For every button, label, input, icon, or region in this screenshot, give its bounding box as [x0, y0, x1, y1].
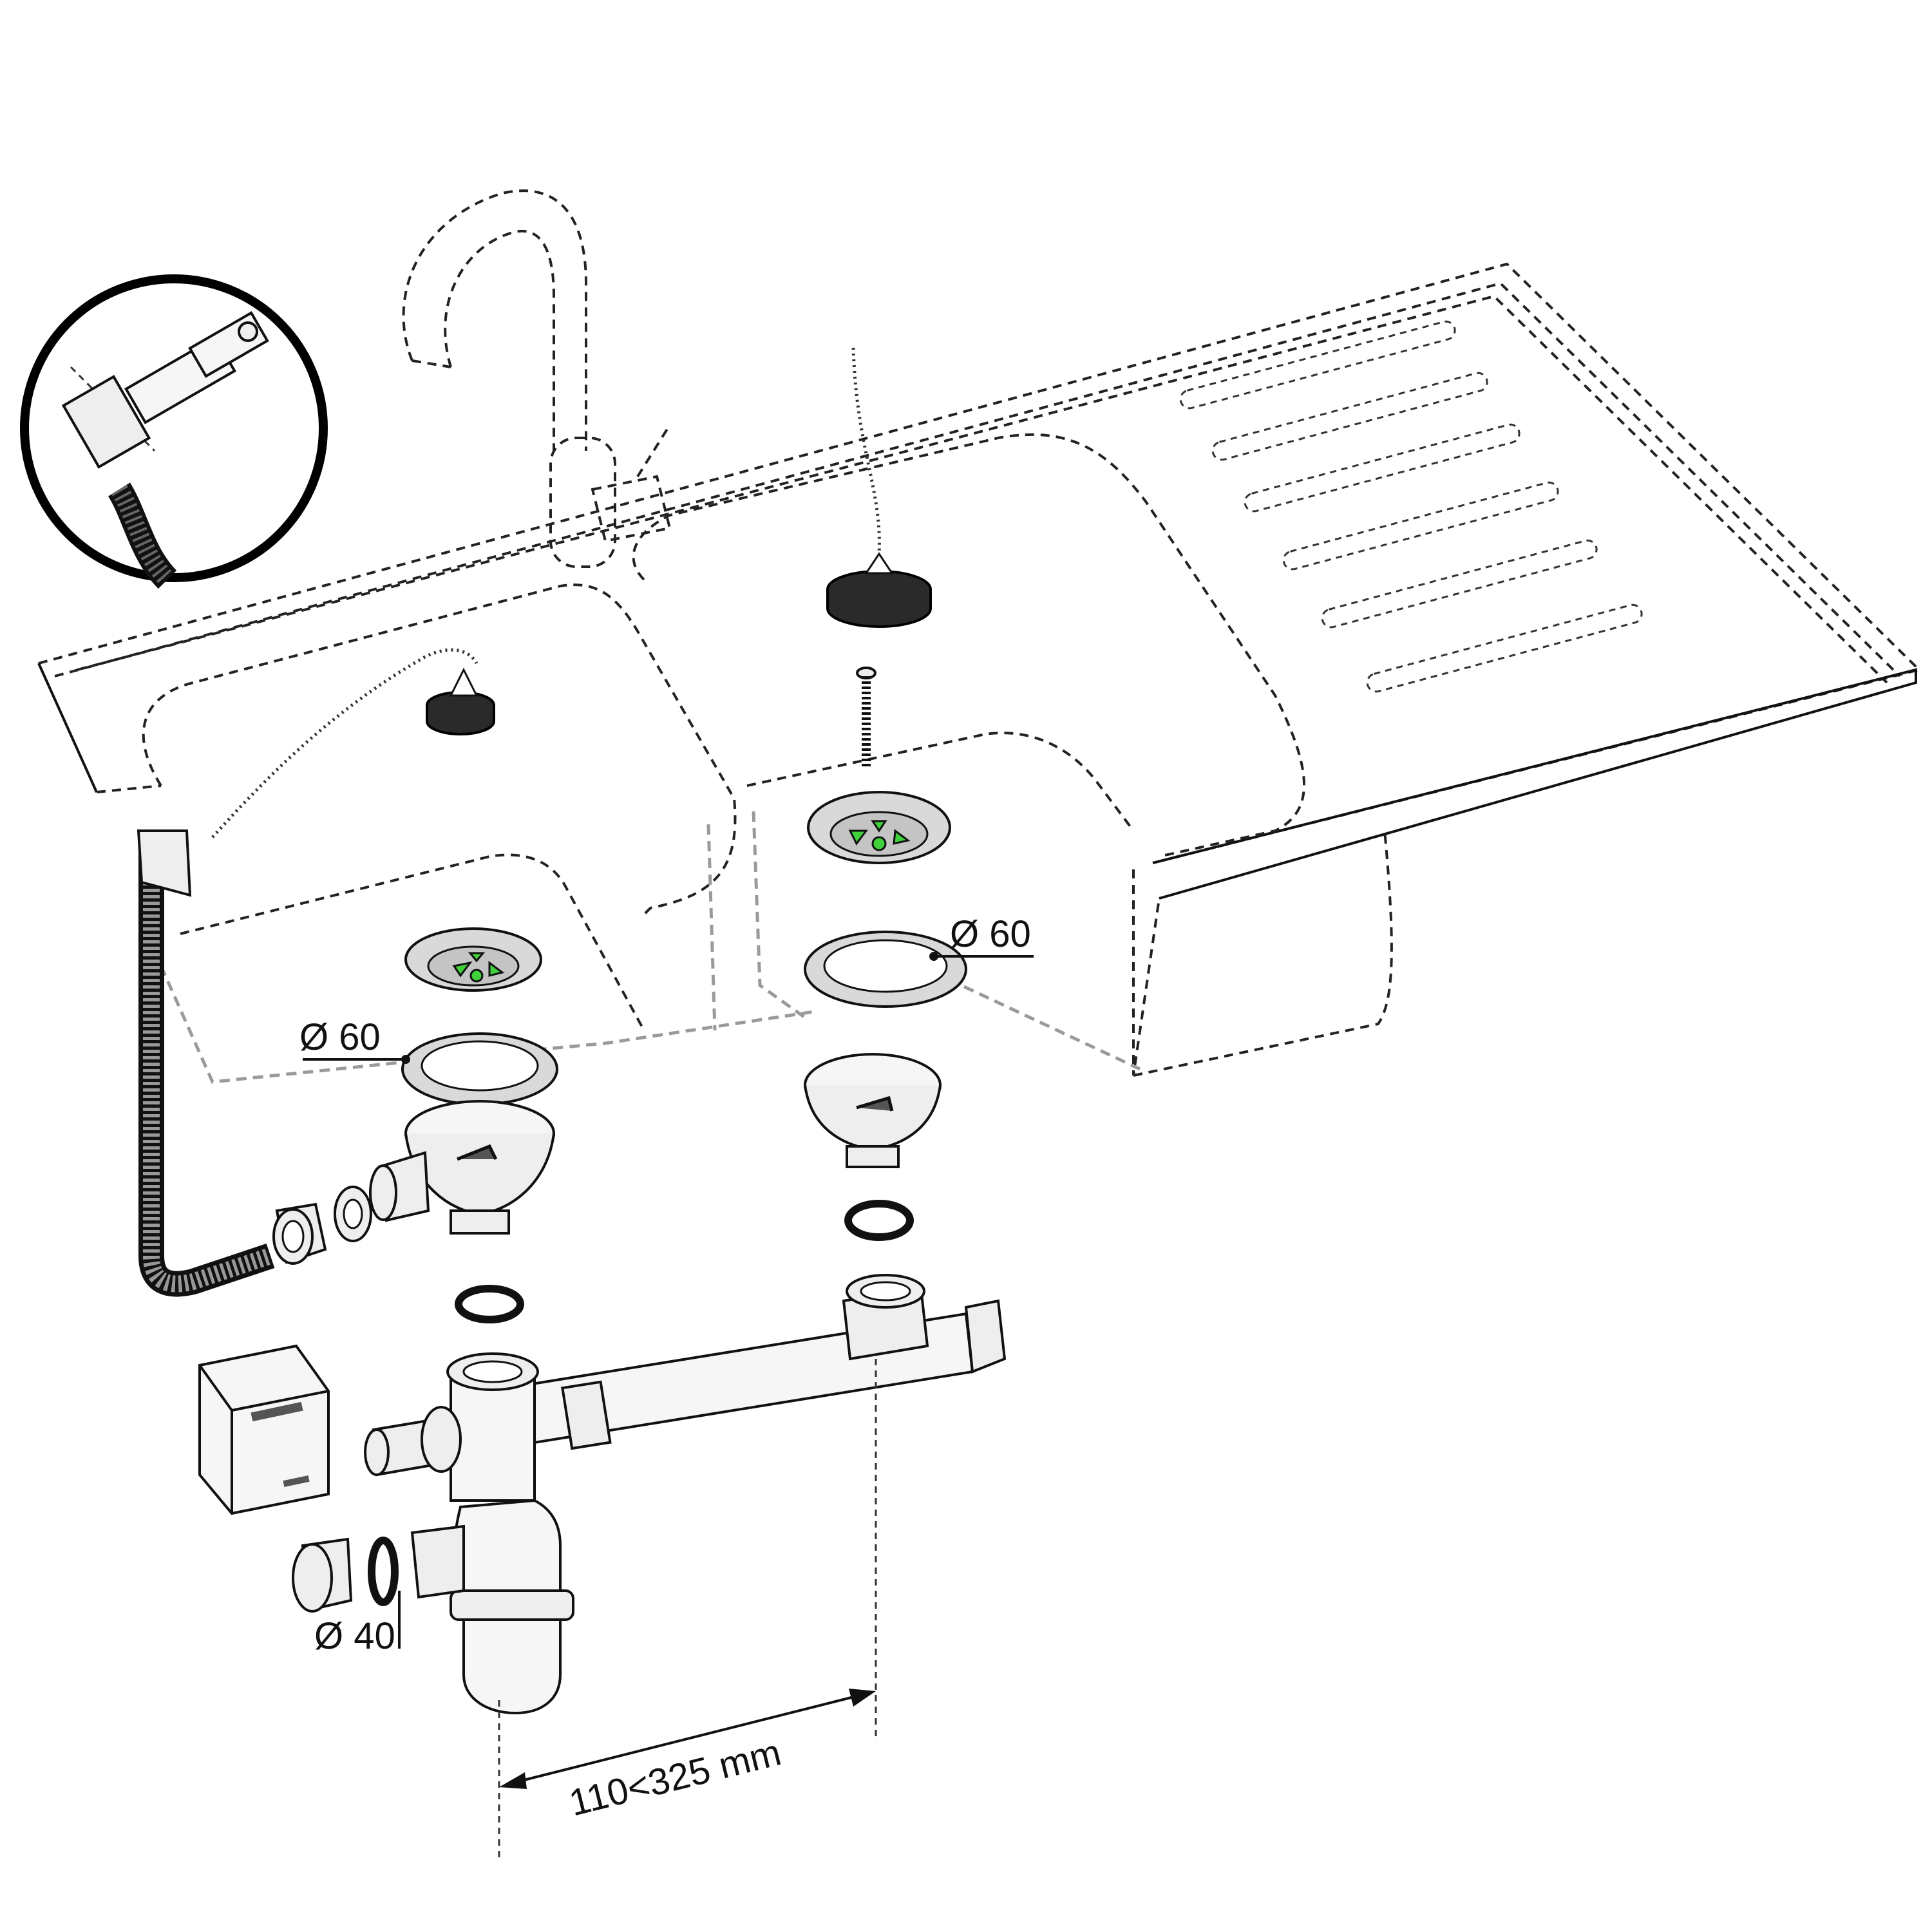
sink-left-edge-b [96, 784, 162, 793]
bowl-divider-ghost [706, 824, 717, 1031]
right-bowl-left-ghost [752, 811, 806, 1019]
bowl-right-back [1133, 830, 1393, 1077]
right-bowl-top [632, 433, 1305, 858]
pipe-clamp [561, 1380, 612, 1450]
left-o-ring [455, 1285, 524, 1323]
dimension-distance: 110<325 mm [565, 1731, 785, 1824]
right-plug-chain [851, 347, 881, 554]
faucet-spout-inner [444, 229, 555, 451]
sink-rim-inner-2 [77, 294, 1888, 684]
right-o-ring [844, 1200, 914, 1241]
detail-clip-body [61, 375, 151, 469]
left-bowl-floor [180, 853, 645, 1031]
left-plug-chain [211, 648, 478, 838]
sink-outline [37, 189, 1922, 1084]
dimension-right-diameter: Ø 60 [950, 913, 1031, 955]
right-basket-thread [846, 1145, 900, 1168]
detail-circle [20, 274, 328, 582]
left-bowl-top [142, 583, 737, 916]
drainboard-side [1132, 869, 1160, 1076]
appliance-valve [421, 1406, 462, 1473]
overflow-outlet [137, 829, 192, 897]
overflow-hose [138, 850, 275, 1297]
left-basket-thread [450, 1209, 510, 1235]
outlet-o-ring [368, 1537, 399, 1606]
dimension-trap-outlet: Ø 40 [314, 1615, 395, 1657]
distance-arrow [508, 1692, 867, 1785]
overflow-clip-detail [20, 274, 328, 589]
washing-machine-icon [198, 1344, 330, 1515]
right-drain-parts [804, 347, 967, 1241]
right-bowl-floor [746, 732, 1135, 832]
pipe-end-cap [964, 1299, 1007, 1374]
sink-rim-inner [54, 281, 1901, 677]
faucet-lever [591, 475, 672, 543]
left-drain-parts [137, 648, 558, 1323]
bottle-trap-assembly [292, 1274, 1007, 1715]
faucet-body [549, 437, 616, 568]
trap-outlet [410, 1524, 465, 1599]
sink-left-edge [37, 663, 98, 793]
sink-rim-outer [38, 262, 1922, 864]
faucet-spout [402, 189, 587, 451]
trap-bottle-nut [450, 1589, 574, 1621]
dimension-left-diameter: Ø 60 [299, 1016, 381, 1058]
drainboard-front-edge [1152, 668, 1917, 900]
left-bowl-bottom-ghost [159, 965, 819, 1084]
drainboard-ribs [1179, 320, 1643, 693]
right-bowl-bottom-ghost [933, 971, 1141, 1071]
